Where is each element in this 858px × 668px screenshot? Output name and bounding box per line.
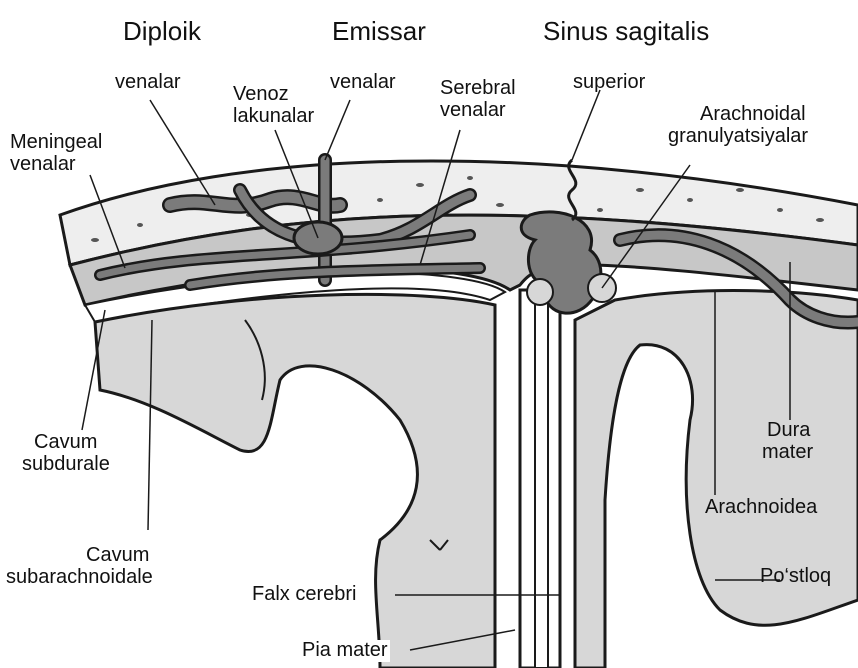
label-cavum-subarachnoidale-line1: Cavum xyxy=(6,545,153,567)
label-postloq: Po‘stloq xyxy=(760,566,831,588)
label-cavum-subdurale-line1: Cavum xyxy=(22,432,110,454)
label-venoz-lakunalar: Venoz lakunalar xyxy=(233,84,314,127)
label-serebral-line1: Serebral xyxy=(440,78,516,100)
label-dura-line2: mater xyxy=(762,442,813,464)
label-serebral-venalar: Serebral venalar xyxy=(440,78,516,121)
label-dura-line1: Dura xyxy=(762,420,813,442)
label-cavum-subarachnoidale-line2: subarachnoidale xyxy=(6,567,153,589)
label-venoz-line1: Venoz xyxy=(233,84,314,106)
label-cavum-subdurale-line2: subdurale xyxy=(22,454,110,476)
label-cavum-subdurale: Cavum subdurale xyxy=(22,432,110,475)
label-arachnoidal-granulyatsiyalar: Arachnoidal granulyatsiyalar xyxy=(668,104,808,147)
label-emissar: Emissar xyxy=(332,17,426,45)
label-meningeal-line1: Meningeal xyxy=(10,132,102,154)
left-hemisphere-cortex xyxy=(95,294,495,668)
label-dura-mater: Dura mater xyxy=(762,420,813,463)
label-cavum-subarachnoidale: Cavum subarachnoidale xyxy=(6,545,153,588)
label-superior: superior xyxy=(573,72,645,94)
label-diploik: Diploik xyxy=(123,17,201,45)
label-arachnoidea: Arachnoidea xyxy=(705,497,817,519)
falx-inner xyxy=(535,300,548,668)
label-falx-cerebri: Falx cerebri xyxy=(250,584,358,606)
arachnoid-granulation-left xyxy=(527,279,553,305)
label-meningeal-venalar: Meningeal venalar xyxy=(10,132,102,175)
label-venalar-emissary: venalar xyxy=(330,72,396,94)
label-arachnoidal-line1: Arachnoidal xyxy=(668,104,808,126)
label-pia-mater: Pia mater xyxy=(300,640,390,662)
label-sinus-sagitalis: Sinus sagitalis xyxy=(543,17,709,45)
label-venoz-line2: lakunalar xyxy=(233,106,314,128)
label-serebral-line2: venalar xyxy=(440,100,516,122)
label-venalar-diploic: venalar xyxy=(115,72,181,94)
label-arachnoidal-line2: granulyatsiyalar xyxy=(668,126,808,148)
right-hemisphere-cortex xyxy=(575,291,858,668)
label-meningeal-line2: venalar xyxy=(10,154,102,176)
